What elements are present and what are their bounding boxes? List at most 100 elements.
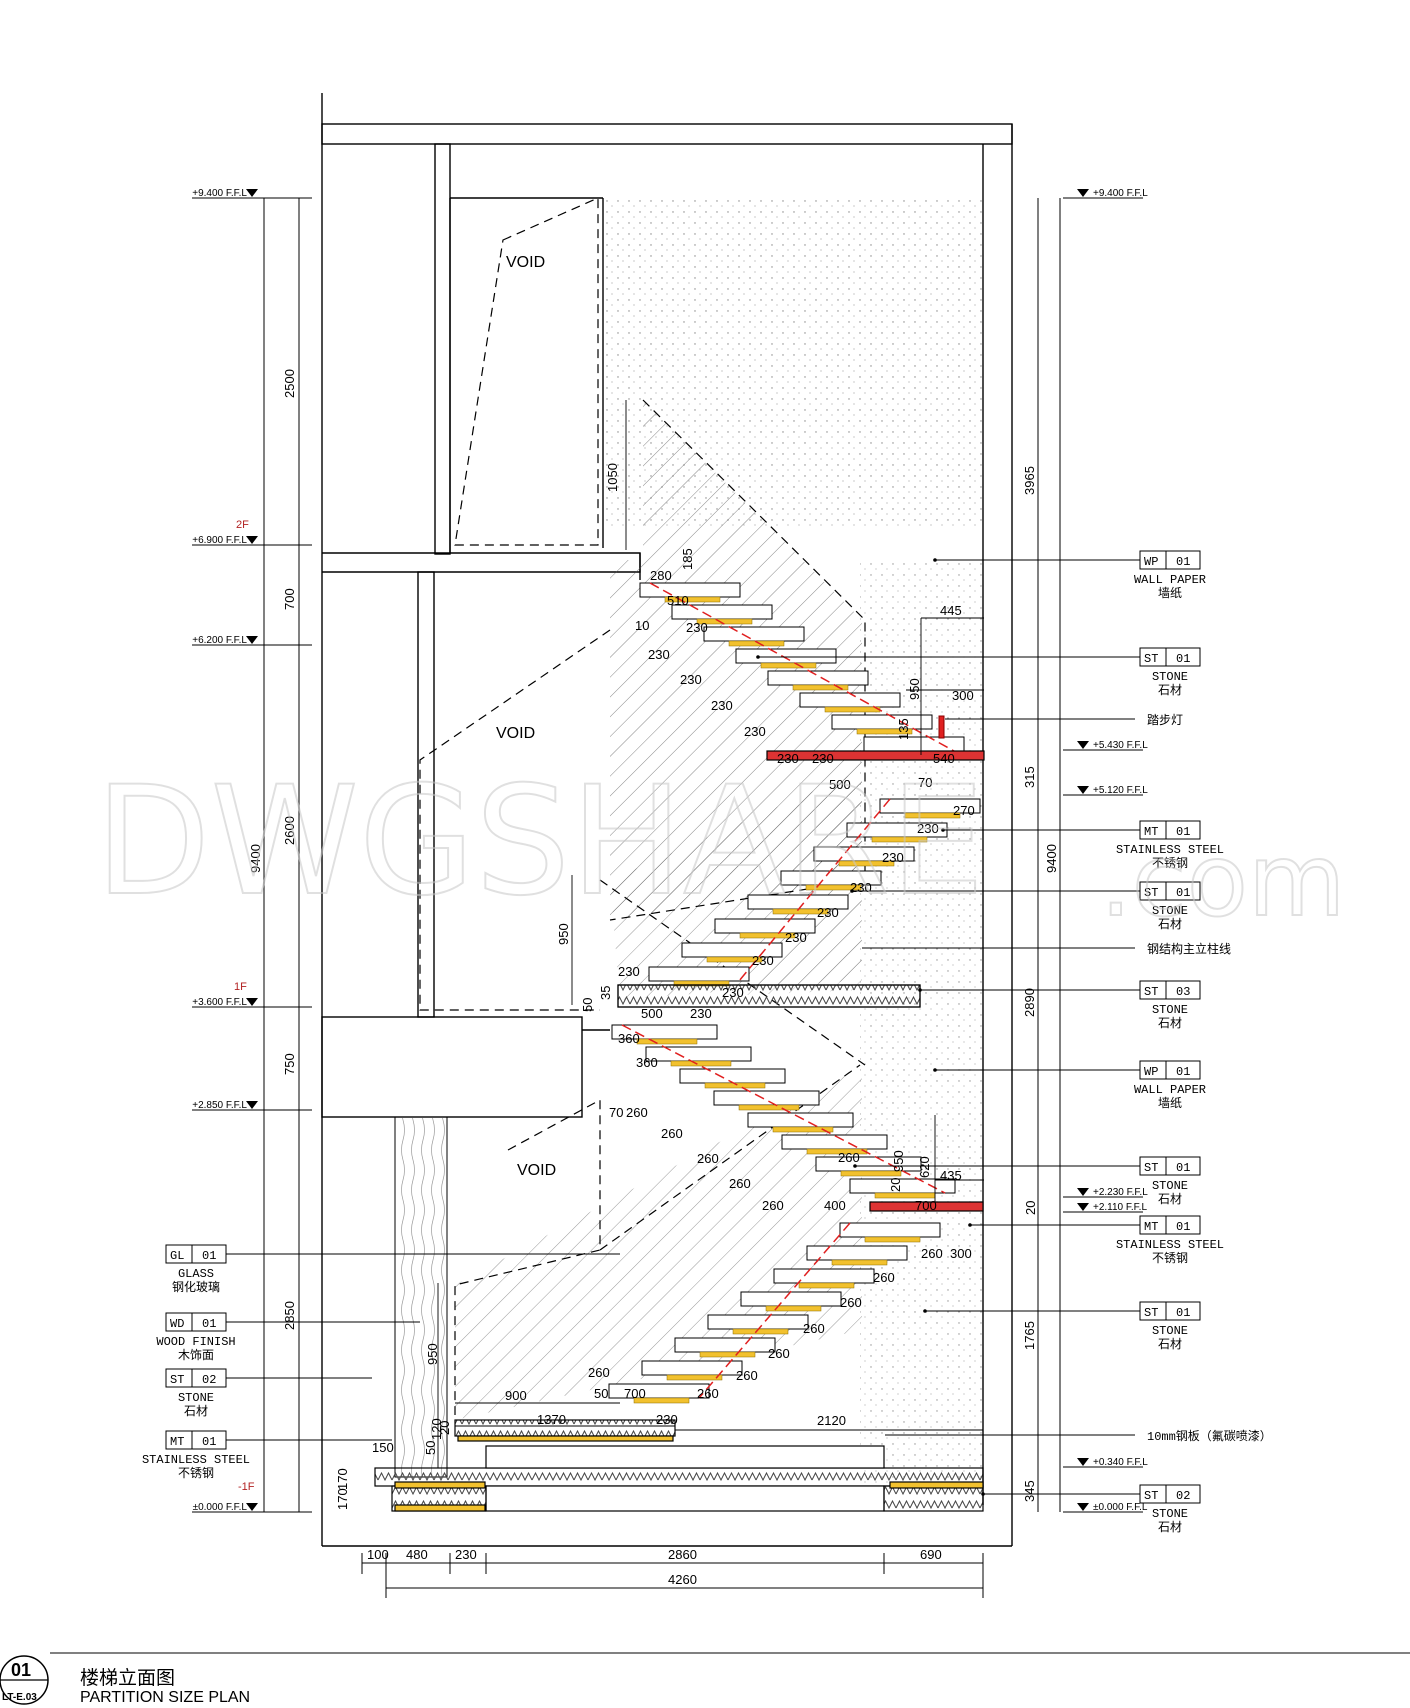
stair-dim-d500: 500 <box>641 1006 663 1021</box>
stair-dim-d950: 950 <box>425 1343 440 1365</box>
step-light-strip <box>805 884 862 891</box>
material-tag-num-box <box>1165 550 1201 570</box>
level-triangle <box>1077 1503 1089 1511</box>
material-tag-num-box <box>1165 1215 1201 1235</box>
stair-dim-d620: 620 <box>917 1156 932 1178</box>
material-code: ST <box>1144 886 1158 900</box>
step-light-strip <box>636 1038 698 1045</box>
step-light-strip <box>739 932 796 939</box>
stair-dim-d170: 170 <box>335 1468 350 1490</box>
sheet-ref: LT-E.03 <box>2 1692 37 1703</box>
level-label: +6.200 F.F.L <box>192 635 247 646</box>
material-code: ST <box>1144 652 1158 666</box>
dim-315: 315 <box>1022 766 1037 788</box>
stair-dim-d135: 135 <box>896 718 911 740</box>
right-dim-texts: 3965 315 2890 1765 345 9400 <box>1022 466 1059 1502</box>
stair-dim-d260: 260 <box>762 1198 784 1213</box>
step-light-strip <box>772 1126 834 1133</box>
level-triangle <box>246 536 258 544</box>
material-tag-num-box <box>1165 1060 1201 1080</box>
dim-690: 690 <box>920 1547 942 1562</box>
stair-step <box>773 1268 875 1284</box>
material-tag-num-box <box>1165 1484 1201 1504</box>
material-tag-num-box <box>1165 1301 1201 1321</box>
stair-step <box>831 714 933 730</box>
note-step-light: 踏步灯 <box>1147 713 1183 728</box>
steel-axis-line <box>738 798 891 982</box>
level-label: +2.230 F.F.L <box>1093 1187 1148 1198</box>
floor-b1: -1F <box>238 1481 255 1493</box>
stair-dim-d260: 260 <box>588 1365 610 1380</box>
step-light-strip <box>824 706 881 713</box>
stair-dim-d230: 230 <box>722 985 744 1000</box>
level-triangle <box>1077 1458 1089 1466</box>
dim-4260: 4260 <box>668 1572 697 1587</box>
material-code: ST <box>1144 1489 1158 1503</box>
stair-dim-d230: 230 <box>711 698 733 713</box>
stair-dim-d70: 70 <box>918 775 932 790</box>
level-label: +6.900 F.F.L <box>192 535 247 546</box>
stair-dim-d230: 230 <box>648 647 670 662</box>
step-light-strip <box>838 860 895 867</box>
material-tag-num-box <box>1165 1156 1201 1176</box>
stair-step <box>806 1245 908 1261</box>
steel-axis-line <box>621 1024 946 1194</box>
level-triangle <box>246 1503 258 1511</box>
stair-dim-d230: 230 <box>917 821 939 836</box>
material-name-en: WALL PAPER <box>1134 1083 1206 1097</box>
step-light-strip <box>760 662 817 669</box>
dim-2890: 2890 <box>1022 988 1037 1017</box>
stair-dimension-lines <box>437 400 984 1468</box>
material-tag-num-box <box>1165 647 1201 667</box>
stair-dim-d270: 270 <box>953 803 975 818</box>
stair-step <box>707 1314 809 1330</box>
dim-3965: 3965 <box>1022 466 1037 495</box>
material-num: 01 <box>1176 1306 1190 1320</box>
material-name-en: WALL PAPER <box>1134 573 1206 587</box>
level-triangle <box>246 1101 258 1109</box>
stair-dim-d260: 260 <box>661 1126 683 1141</box>
material-num: 01 <box>1176 652 1190 666</box>
level-label: +9.400 F.F.L <box>1093 188 1148 199</box>
stair-dim-d185: 185 <box>680 548 695 570</box>
material-code: ST <box>1144 1306 1158 1320</box>
watermark-suffix: .com <box>1100 822 1345 939</box>
material-code: MT <box>1144 825 1158 839</box>
stair-dim-d230: 230 <box>680 672 702 687</box>
step-light-strip <box>831 1259 888 1266</box>
material-code: ST <box>170 1373 184 1387</box>
stair-step <box>735 648 837 664</box>
right-notes: 踏步灯 钢结构主立柱线 10mm钢板（氟碳喷漆） <box>862 713 1272 1444</box>
stair-dim-d20: 20 <box>1023 1201 1038 1215</box>
note-column-line: 钢结构主立柱线 <box>1147 941 1231 957</box>
stair-dim-d260: 260 <box>921 1246 943 1261</box>
dim-2860: 2860 <box>668 1547 697 1562</box>
level-label: +2.110 F.F.L <box>1093 1202 1147 1213</box>
stair-steps <box>608 582 981 1404</box>
stair-dim-d35: 35 <box>598 986 613 1000</box>
step-light-strip <box>666 1374 723 1381</box>
stair-step <box>703 626 805 642</box>
dim-230: 230 <box>455 1547 477 1562</box>
stair-dim-d50: 50 <box>423 1441 438 1455</box>
stair-dim-d20: 20 <box>437 1421 452 1435</box>
dim-9400-left: 9400 <box>248 844 263 873</box>
step-light-strip <box>904 812 961 819</box>
stair-dim-d500: 500 <box>829 777 851 792</box>
dim-480: 480 <box>406 1547 428 1562</box>
dim-750: 750 <box>282 1053 297 1075</box>
material-name-cn: 墙纸 <box>1158 1096 1182 1111</box>
stair-dim-d260: 260 <box>736 1368 758 1383</box>
stair-dim-d260: 260 <box>697 1386 719 1401</box>
dim-9400-right: 9400 <box>1044 844 1059 873</box>
stair-dim-d230: 230 <box>618 964 640 979</box>
stair-step <box>674 1337 776 1353</box>
material-name-en: STONE <box>1152 1179 1188 1193</box>
material-name-cn: 墙纸 <box>1158 586 1182 601</box>
stair-dim-d260: 260 <box>840 1295 862 1310</box>
material-code: GL <box>170 1249 184 1263</box>
bottom-dim-texts: 100 480 230 2860 690 4260 <box>367 1547 942 1587</box>
stair-dim-d230: 230 <box>817 905 839 920</box>
level-triangle <box>1077 1188 1089 1196</box>
